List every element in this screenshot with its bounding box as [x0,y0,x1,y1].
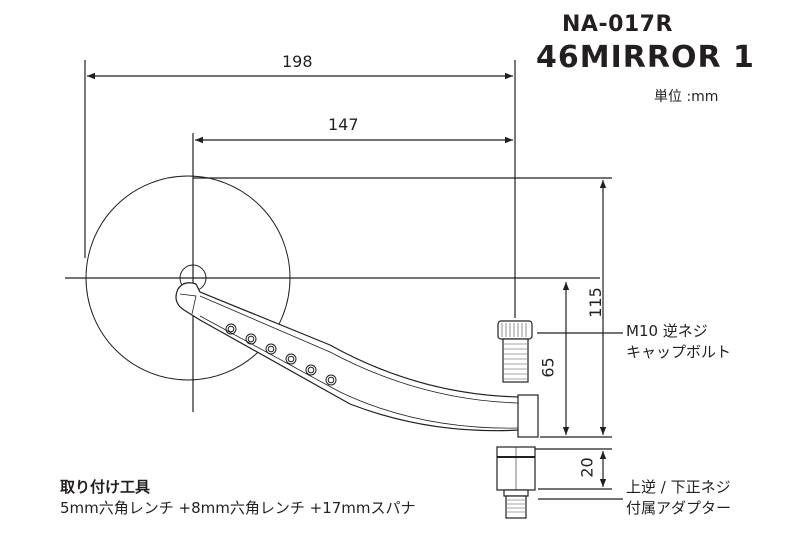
dim-label-overall-height: 115 [585,287,605,318]
mount-block [517,394,539,438]
callout-bolt: M10 逆ネジ キャップボルト [626,321,731,363]
cap-bolt-thread [502,338,529,383]
dim-label-adapter-height: 20 [577,457,597,478]
callout-adapter-line1: 上逆 / 下正ネジ [626,478,731,496]
tools-title: 取り付け工具 [60,478,151,496]
callout-adapter-line2: 付属アダプター [626,499,732,517]
model-code: NA-017R [562,12,673,37]
unit-label: 単位 :mm [654,89,719,105]
dim-label-arm-reach: 147 [328,115,359,134]
adapter-thread [505,495,527,519]
callout-bolt-line1: M10 逆ネジ [626,322,708,340]
tools-list: 5mm六角レンチ +8mm六角レンチ +17mmスパナ [60,499,416,517]
dim-label-overall-width: 198 [282,52,313,71]
installation-tools: 取り付け工具 5mm六角レンチ +8mm六角レンチ +17mmスパナ [60,477,416,519]
arm-holes [225,323,337,386]
mirror-arm [175,282,531,432]
callout-adapter: 上逆 / 下正ネジ 付属アダプター [626,477,731,519]
model-name: 46MIRROR 1 [536,40,755,75]
mirror-head-circle [85,175,291,381]
callout-bolt-line2: キャップボルト [626,343,732,361]
dim-label-mount-height: 65 [538,357,558,378]
cap-bolt-head [497,320,533,340]
